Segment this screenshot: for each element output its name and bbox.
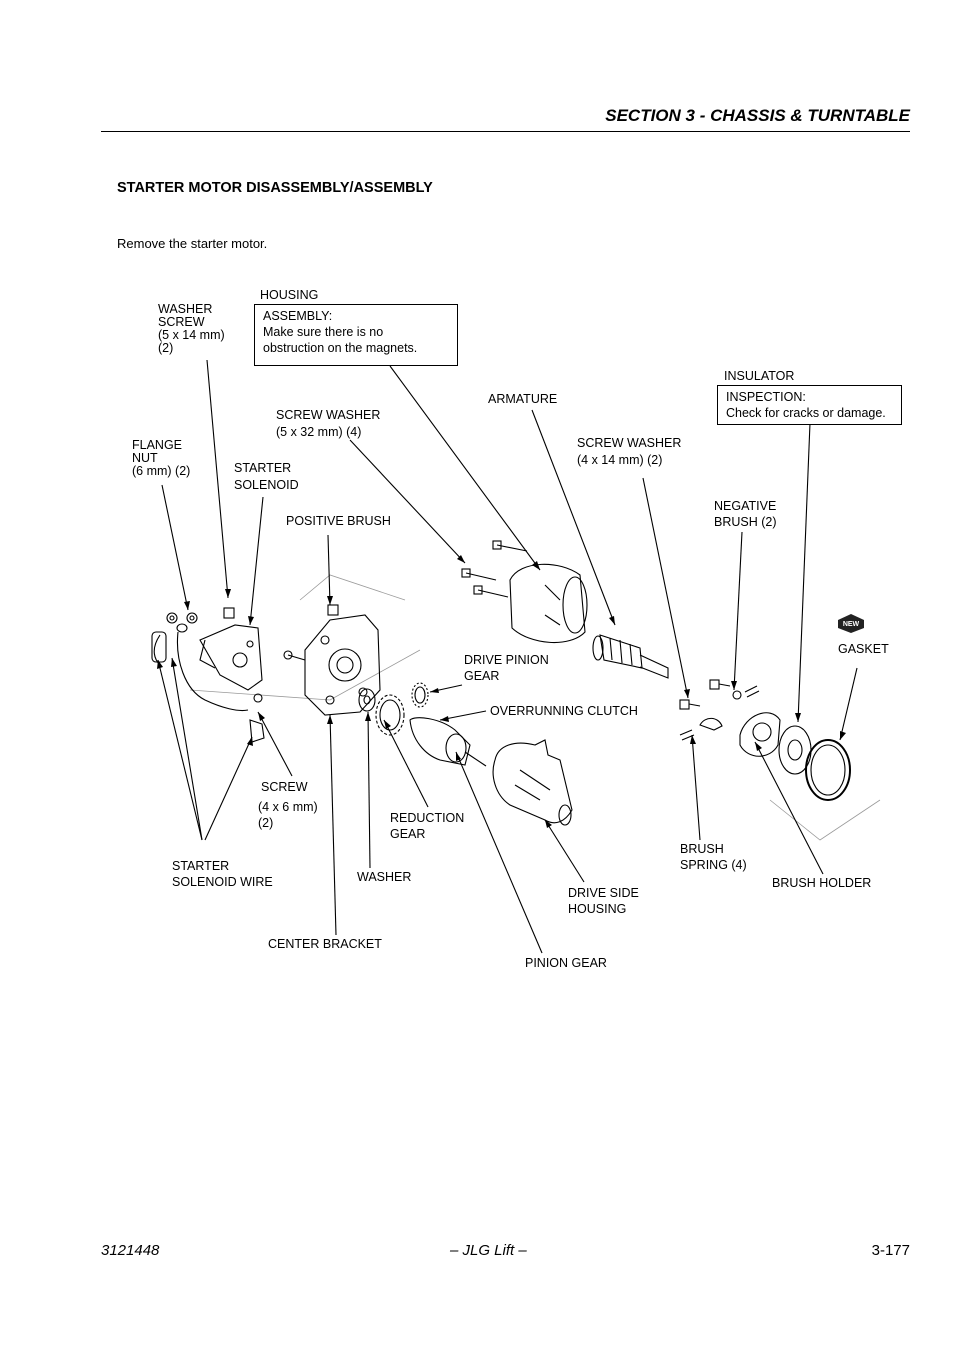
assembly-note-title: ASSEMBLY: <box>263 309 333 323</box>
inspection-note-title: INSPECTION: <box>726 390 806 404</box>
page-number: 3-177 <box>871 1242 910 1259</box>
label-positive-brush: POSITIVE BRUSH <box>286 514 391 528</box>
doc-number: 3121448 <box>101 1242 160 1259</box>
label-washer: WASHER <box>357 870 412 884</box>
label-housing: HOUSING <box>260 288 319 302</box>
label-brush-holder: BRUSH HOLDER <box>772 876 872 890</box>
assembly-note-text: Make sure there is no obstruction on the… <box>263 325 418 355</box>
label-screw-size: (4 x 6 mm) (2) <box>258 800 318 830</box>
label-brush-spring: BRUSH SPRING (4) <box>680 842 747 872</box>
inspection-note-text: Check for cracks or damage. <box>726 406 886 420</box>
new-badge-text: NEW <box>843 621 860 628</box>
label-drive-pinion-gear: DRIVE PINION GEAR <box>464 653 549 683</box>
new-part-icon: NEW <box>838 614 864 633</box>
label-starter-solenoid-wire: STARTER SOLENOID WIRE <box>172 859 273 889</box>
label-negative-brush: NEGATIVE BRUSH (2) <box>714 499 777 529</box>
page-title: STARTER MOTOR DISASSEMBLY/ASSEMBLY <box>117 180 433 196</box>
label-drive-side-housing: DRIVE SIDE HOUSING <box>568 886 639 916</box>
label-overrunning-clutch: OVERRUNNING CLUTCH <box>490 704 638 718</box>
label-screw: SCREW <box>261 780 308 794</box>
header-rule <box>101 131 910 132</box>
label-pinion-gear: PINION GEAR <box>525 956 607 970</box>
label-reduction-gear: REDUCTION GEAR <box>390 811 465 841</box>
label-washer-screw: WASHER SCREW (5 x 14 mm) (2) <box>158 302 225 355</box>
footer-brand: – JLG Lift – <box>450 1242 527 1259</box>
inspection-note: INSPECTION: Check for cracks or damage. <box>717 385 902 425</box>
label-screw-washer-4x14: SCREW WASHER (4 x 14 mm) (2) <box>577 436 682 467</box>
label-flange-nut: FLANGE NUT (6 mm) (2) <box>132 438 191 478</box>
intro-text: Remove the starter motor. <box>117 236 268 251</box>
label-armature: ARMATURE <box>488 392 558 406</box>
label-screw-washer-5x32: SCREW WASHER (5 x 32 mm) (4) <box>276 408 381 439</box>
label-starter-solenoid: STARTER SOLENOID <box>234 461 299 492</box>
label-insulator: INSULATOR <box>724 369 795 383</box>
assembly-note: ASSEMBLY: Make sure there is no obstruct… <box>254 304 458 366</box>
label-center-bracket: CENTER BRACKET <box>268 937 382 951</box>
label-gasket: GASKET <box>838 642 889 656</box>
section-header: SECTION 3 - CHASSIS & TURNTABLE <box>605 106 910 125</box>
